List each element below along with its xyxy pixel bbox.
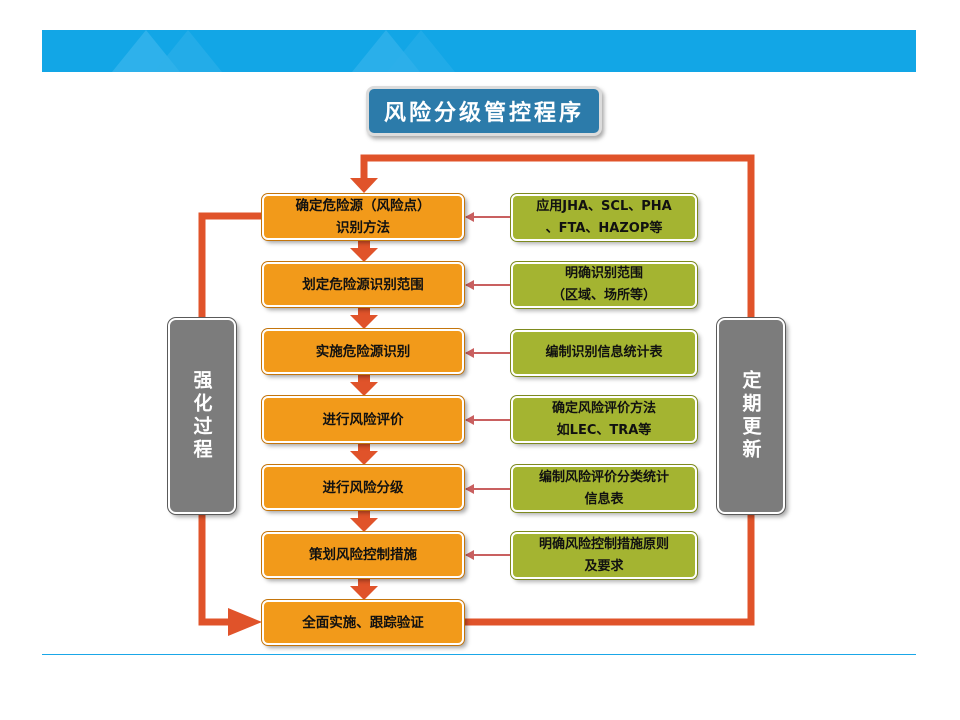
- header-banner: [42, 30, 916, 72]
- step-risk-grading: 进行风险分级: [262, 465, 464, 510]
- note-statistics-table: 编制识别信息统计表: [511, 330, 697, 376]
- down-arrow-1: [350, 240, 378, 262]
- step-define-scope: 划定危险源识别范围: [262, 262, 464, 307]
- step-down-arrows: [350, 240, 378, 600]
- step-implement-verify: 全面实施、跟踪验证: [262, 600, 464, 645]
- side-box-strengthen-process: 强化过程: [168, 318, 236, 514]
- diagram-title: 风险分级管控程序: [366, 86, 602, 136]
- down-arrow-4: [350, 443, 378, 465]
- side-label-left: 强化过程: [190, 370, 213, 462]
- note-scope: 明确识别范围 （区域、场所等）: [511, 262, 697, 308]
- right-loop-arrow: [350, 154, 755, 626]
- side-label-right: 定期更新: [739, 370, 762, 462]
- note-methods: 应用JHA、SCL、PHA 、FTA、HAZOP等: [511, 194, 697, 241]
- step-determine-hazard-method: 确定危险源（风险点） 识别方法: [262, 194, 464, 240]
- note-classification-table: 编制风险评价分类统计 信息表: [511, 465, 697, 512]
- step-implement-identification: 实施危险源识别: [262, 329, 464, 374]
- down-arrow-5: [350, 510, 378, 532]
- down-arrow-6: [350, 578, 378, 600]
- down-arrow-3: [350, 374, 378, 396]
- note-control-principles: 明确风险控制措施原则 及要求: [511, 532, 697, 579]
- side-box-periodic-update: 定期更新: [717, 318, 785, 514]
- step-risk-evaluation: 进行风险评价: [262, 396, 464, 443]
- note-arrows: [465, 212, 511, 560]
- down-arrow-2: [350, 307, 378, 329]
- step-plan-controls: 策划风险控制措施: [262, 532, 464, 578]
- note-evaluation-method: 确定风险评价方法 如LEC、TRA等: [511, 396, 697, 443]
- footer-divider: [42, 654, 916, 655]
